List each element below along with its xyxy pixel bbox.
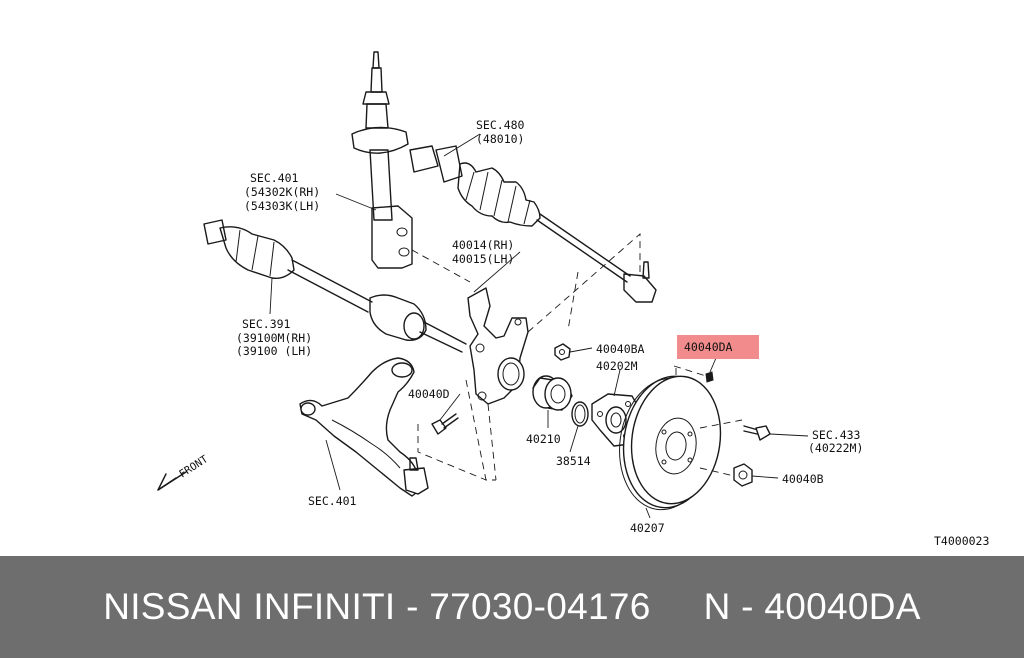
label-40210[interactable]: 40210 — [526, 432, 561, 446]
front-arrow: FRONT — [157, 453, 211, 491]
wheel-bolt-sec433[interactable] — [743, 425, 771, 441]
label-sec401-strut[interactable]: SEC.401 — [250, 171, 299, 185]
part-labels: SEC.480 (48010) SEC.401 (54302K(RH) (543… — [236, 118, 989, 548]
bolt-40040d[interactable] — [431, 413, 459, 435]
label-sec433[interactable]: SEC.433 — [812, 428, 861, 442]
steering-knuckle[interactable] — [467, 287, 529, 405]
nut-40040ba[interactable] — [554, 343, 571, 361]
parts-diagram: SEC.480 (48010) SEC.401 (54302K(RH) (543… — [157, 51, 989, 548]
wheel-nut-40040b[interactable] — [733, 463, 753, 487]
strut-assembly[interactable] — [351, 51, 413, 269]
label-sec401-rh[interactable]: (54302K(RH) — [244, 185, 320, 199]
label-sec480-number[interactable]: (48010) — [476, 132, 524, 146]
label-40040b[interactable]: 40040B — [782, 472, 824, 486]
front-label: FRONT — [177, 453, 211, 481]
highlight-box — [677, 335, 759, 359]
label-40202m[interactable]: 40202M — [596, 359, 638, 373]
label-knuckle-rh[interactable]: 40014(RH) — [452, 238, 514, 252]
part-number-title: NISSAN INFINITI - 77030-04176 N - 40040D… — [103, 586, 921, 627]
leader-lines — [269, 133, 809, 519]
label-sec391-rh[interactable]: (39100M(RH) — [236, 331, 312, 345]
wheel-bearing-40210[interactable] — [532, 375, 573, 411]
screw-40040da[interactable] — [705, 371, 714, 383]
steering-rack-boot[interactable] — [409, 145, 657, 303]
part-info-bar: NISSAN INFINITI - 77030-04176 N - 40040D… — [0, 556, 1024, 658]
lower-control-arm[interactable] — [299, 357, 429, 497]
label-sec391-lh[interactable]: (39100 (LH) — [236, 344, 312, 358]
snap-ring-38514[interactable] — [571, 401, 589, 427]
drive-shaft[interactable] — [203, 219, 467, 353]
label-40040ba[interactable]: 40040BA — [596, 342, 645, 356]
label-40207[interactable]: 40207 — [630, 521, 665, 535]
label-sec480[interactable]: SEC.480 — [476, 118, 525, 132]
diagram-id: T4000023 — [934, 534, 989, 548]
label-sec401-lh[interactable]: (54303K(LH) — [244, 199, 320, 213]
label-sec391[interactable]: SEC.391 — [242, 317, 291, 331]
disc-rotor-40207[interactable] — [611, 370, 728, 516]
label-40040d[interactable]: 40040D — [408, 387, 450, 401]
label-40040da[interactable]: 40040DA — [684, 340, 733, 354]
label-38514[interactable]: 38514 — [556, 454, 591, 468]
label-sec433-number[interactable]: (40222M) — [808, 441, 863, 455]
label-sec401-arm[interactable]: SEC.401 — [308, 494, 357, 508]
label-knuckle-lh[interactable]: 40015(LH) — [452, 252, 514, 266]
assembly-lines — [411, 233, 743, 481]
